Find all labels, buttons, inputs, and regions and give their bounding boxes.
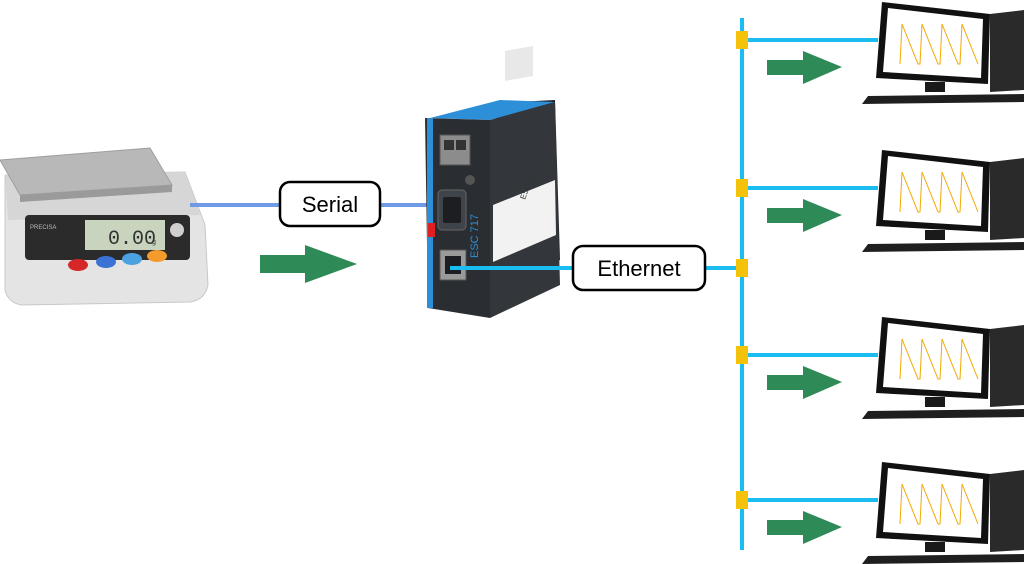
bus-junction (736, 346, 748, 364)
monitor-stand (925, 542, 945, 552)
bus-junction-main (736, 259, 748, 277)
ethernet-label: Ethernet (571, 244, 707, 292)
monitor-screen (883, 468, 983, 538)
right-arrow-icon (767, 511, 842, 544)
monitor-stand (925, 397, 945, 407)
workstation-1 (736, 2, 1024, 104)
desktop-computer-icon (862, 2, 1024, 104)
scale-brand: PRECISA (30, 225, 56, 231)
arrow-shaft (767, 208, 807, 223)
bus-junction (736, 491, 748, 509)
weighing-scale-icon: PRECISA 0.00 g (0, 147, 209, 306)
ethernet-label-text: Ethernet (597, 256, 680, 281)
bus-junction (736, 179, 748, 197)
sawtooth-trace (899, 338, 979, 380)
serial-label-text: Serial (302, 192, 358, 217)
arrow-head (803, 51, 842, 84)
right-arrow-icon (767, 366, 842, 399)
serial-to-ethernet-gateway-icon: ESC717 ESC 717 (425, 46, 560, 318)
keyboard (862, 242, 1024, 252)
monitor-screen (883, 323, 983, 393)
keyboard (862, 94, 1024, 104)
scale-reading: 0.00 (108, 228, 156, 251)
arrow-head (803, 511, 842, 544)
pc-tower (990, 470, 1024, 552)
arrow-shaft (767, 60, 807, 75)
sawtooth-trace (899, 23, 979, 65)
scale-button-orange (147, 250, 167, 262)
pc-tower (990, 325, 1024, 407)
monitor-stand (925, 82, 945, 92)
desktop-computer-icon (862, 150, 1024, 252)
scale-button-red (68, 259, 88, 271)
bus-junction (736, 31, 748, 49)
device-side-label: ESC 717 (469, 214, 481, 258)
scale-button-blue-1 (96, 256, 116, 268)
device-status-led (428, 223, 435, 237)
sawtooth-trace (899, 483, 979, 525)
monitor-screen (883, 156, 983, 226)
serial-label: Serial (278, 180, 382, 228)
workstation-3 (736, 317, 1024, 419)
arrow-shaft (767, 375, 807, 390)
right-arrow-icon (767, 51, 842, 84)
sawtooth-trace (899, 171, 979, 213)
scale-unit: g (152, 239, 156, 246)
right-arrow-icon (260, 245, 357, 283)
scale-button-blue-2 (122, 253, 142, 265)
workstation-group (736, 2, 1024, 564)
arrow-head (803, 366, 842, 399)
workstation-4 (736, 462, 1024, 564)
monitor-screen (883, 8, 983, 78)
keyboard (862, 554, 1024, 564)
monitor-stand (925, 230, 945, 240)
pc-tower (990, 10, 1024, 92)
desktop-computer-icon (862, 317, 1024, 419)
keyboard (862, 409, 1024, 419)
right-arrow-icon (767, 199, 842, 232)
desktop-computer-icon (862, 462, 1024, 564)
pc-tower (990, 158, 1024, 240)
arrow-head (803, 199, 842, 232)
arrow-shaft (767, 520, 807, 535)
workstation-2 (736, 150, 1024, 252)
